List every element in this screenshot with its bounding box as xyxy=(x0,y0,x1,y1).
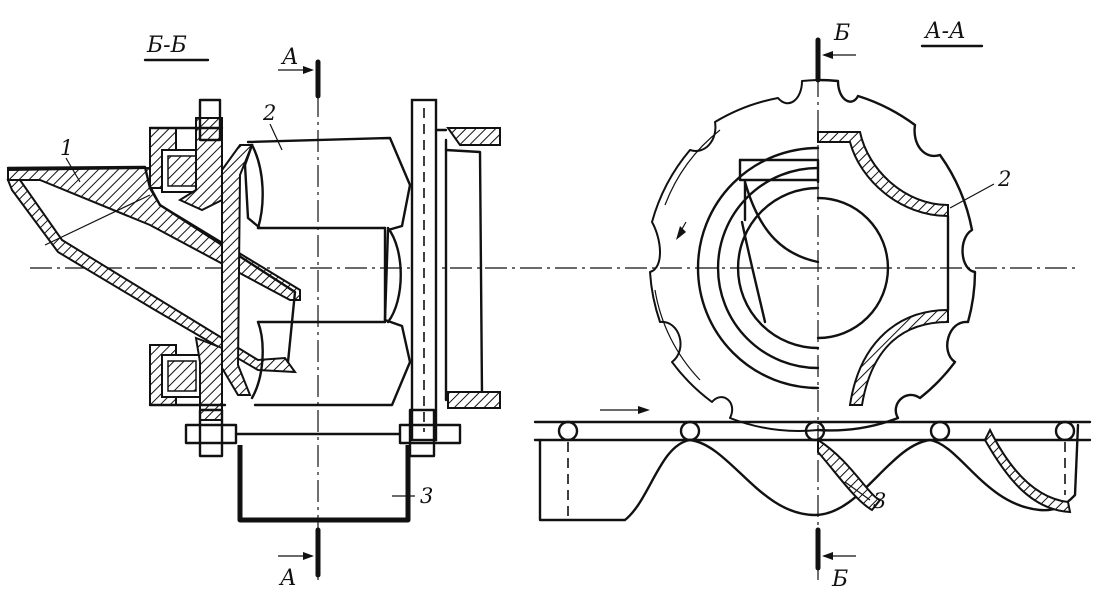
flange-lower xyxy=(194,336,223,421)
trough-scallop-1 xyxy=(538,438,692,522)
rotor-rim-right-half xyxy=(816,78,977,432)
cut-label-b-bottom: Б xyxy=(831,567,848,592)
trough-scallop-3 xyxy=(928,423,1080,512)
section-a-a-view: А-А Б Б 2 3 xyxy=(533,19,1092,592)
hopper-outline-top xyxy=(6,165,162,207)
cut-label-a-top: А xyxy=(280,45,299,70)
trough-wall-hatched-2 xyxy=(983,427,1072,514)
rotor-left-wall xyxy=(221,144,254,396)
rotor-blade-upper xyxy=(817,131,949,218)
rotor-left-face-top xyxy=(243,143,262,230)
cut-label-b-top: Б xyxy=(833,21,850,46)
rotor-blade-arc-1 xyxy=(250,143,264,230)
chain-roller xyxy=(1054,420,1076,442)
arrow-a-bottom-head xyxy=(303,552,314,560)
arrow-a-top-head xyxy=(303,66,314,74)
callout-rotor-left: 2 xyxy=(262,101,276,125)
bearing-lower-race xyxy=(167,360,197,392)
section-title-left: Б-Б xyxy=(146,33,187,58)
outlet-curve-2 xyxy=(740,220,767,324)
hopper-inner-line xyxy=(44,194,151,246)
hopper-bottom-wall xyxy=(6,179,298,374)
chain-roller xyxy=(679,420,701,442)
callout-trough-left: 3 xyxy=(420,484,433,508)
callout-trough-right: 3 xyxy=(873,489,886,513)
section-title-right: А-А xyxy=(923,19,966,44)
chain-roller xyxy=(557,420,579,442)
rotor-chamber-arc xyxy=(386,226,402,324)
support-wall-top xyxy=(446,127,501,146)
rotor-blade-lower xyxy=(848,308,949,406)
leader-rotor-left xyxy=(269,123,283,151)
support-wall-bottom xyxy=(447,391,501,409)
hub-right xyxy=(816,196,890,340)
leader-rotor-right xyxy=(949,183,995,209)
callout-rotor-right: 2 xyxy=(997,167,1011,191)
ring-inner-left xyxy=(736,186,820,350)
arrow-b-bottom-head xyxy=(822,552,833,560)
rotor-rim-left-half xyxy=(649,79,819,432)
chain-roller xyxy=(804,420,826,442)
trough-scallop-2 xyxy=(688,438,932,517)
bolt-left xyxy=(198,408,224,458)
outlet-top xyxy=(738,158,820,184)
rim-inner-arc-left-lower xyxy=(654,289,701,381)
chain-roller xyxy=(929,420,951,442)
cut-label-a-bottom: А xyxy=(278,566,297,591)
leader-hopper xyxy=(65,157,81,183)
outlet-box xyxy=(738,158,820,182)
hopper-outlet xyxy=(158,203,297,364)
outlet-curve-1 xyxy=(743,180,820,264)
trough-wall-hatched-1 xyxy=(817,438,882,512)
rotation-arrow-head xyxy=(676,226,686,240)
rotor-outline xyxy=(246,136,412,407)
rotor-blade-arc-2 xyxy=(250,320,264,400)
motor-flange xyxy=(444,148,484,400)
arrow-b-top-head xyxy=(822,51,833,59)
ring-outer-left xyxy=(696,146,820,390)
chain-rollers xyxy=(557,420,1076,442)
trough-left xyxy=(237,445,411,523)
conveyor-direction-head xyxy=(638,406,650,414)
bearing-upper-race xyxy=(167,155,197,187)
section-b-b-view: Б-Б А А 1 2 3 xyxy=(6,33,1080,591)
stud-upper xyxy=(198,98,222,142)
leader-trough-right xyxy=(844,481,871,501)
callout-hopper: 1 xyxy=(60,136,73,160)
nut-left xyxy=(184,423,238,445)
bolt-right xyxy=(408,408,436,458)
rim-inner-arc-left xyxy=(664,129,721,206)
